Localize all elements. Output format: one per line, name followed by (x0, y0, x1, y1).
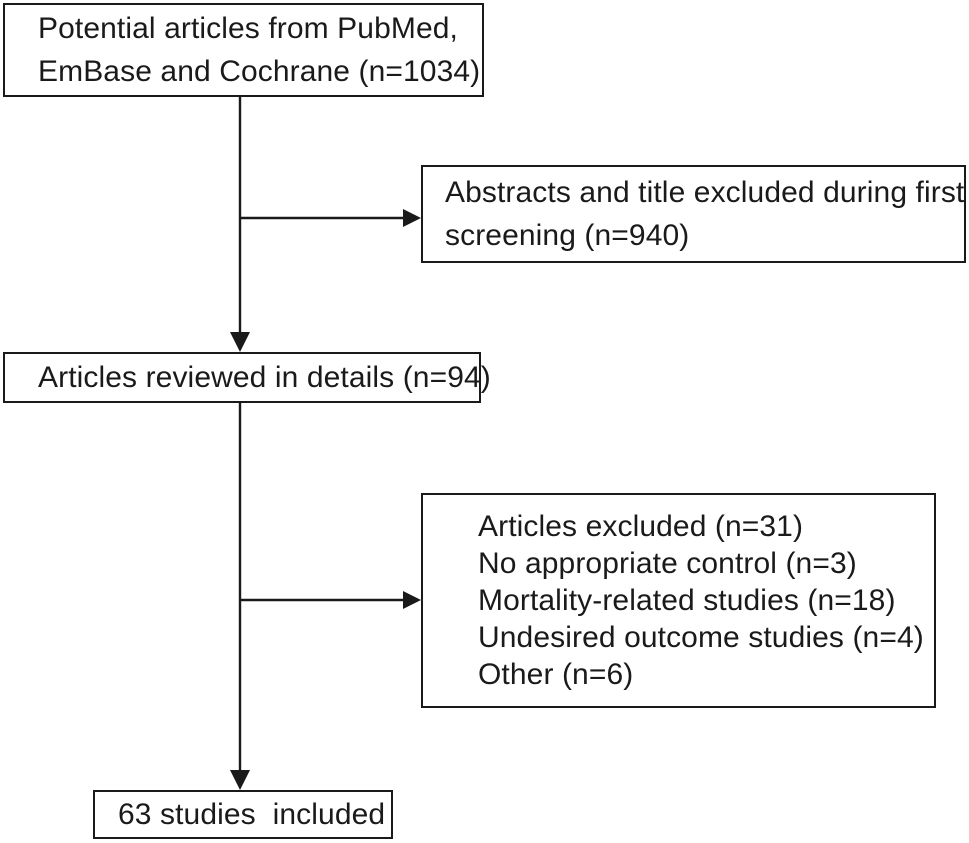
arrowhead-reviewed (230, 332, 250, 352)
node-identification-line-1: Potential articles from PubMed, (38, 12, 458, 45)
node-eligibility-excluded-line-3: Mortality-related studies (n=18) (478, 584, 896, 617)
node-screening-excluded-line-2: screening (n=940) (445, 219, 690, 252)
node-eligibility-excluded-line-4: Undesired outcome studies (n=4) (478, 621, 924, 654)
node-eligibility-excluded: Articles excluded (n=31) No appropriate … (421, 493, 936, 708)
node-identification-line-2: EmBase and Cochrane (n=1034) (38, 55, 481, 88)
node-eligibility-excluded-line-1: Articles excluded (n=31) (478, 510, 804, 543)
node-eligibility-excluded-line-2: No appropriate control (n=3) (478, 547, 857, 580)
arrowhead-eligibility-excluded (403, 591, 421, 609)
node-eligibility-excluded-line-5: Other (n=6) (478, 658, 634, 691)
arrowhead-screening-excluded (403, 209, 421, 227)
arrowhead-included (230, 770, 250, 790)
node-screening-excluded: Abstracts and title excluded during firs… (421, 165, 966, 263)
node-reviewed: Articles reviewed in details (n=94) (3, 352, 491, 403)
node-identification: Potential articles from PubMed, EmBase a… (3, 3, 484, 97)
node-reviewed-line-1: Articles reviewed in details (n=94) (38, 361, 491, 394)
node-included: 63 studies included (93, 790, 393, 839)
node-screening-excluded-line-1: Abstracts and title excluded during firs… (445, 176, 965, 209)
node-included-line-1: 63 studies included (118, 798, 386, 831)
